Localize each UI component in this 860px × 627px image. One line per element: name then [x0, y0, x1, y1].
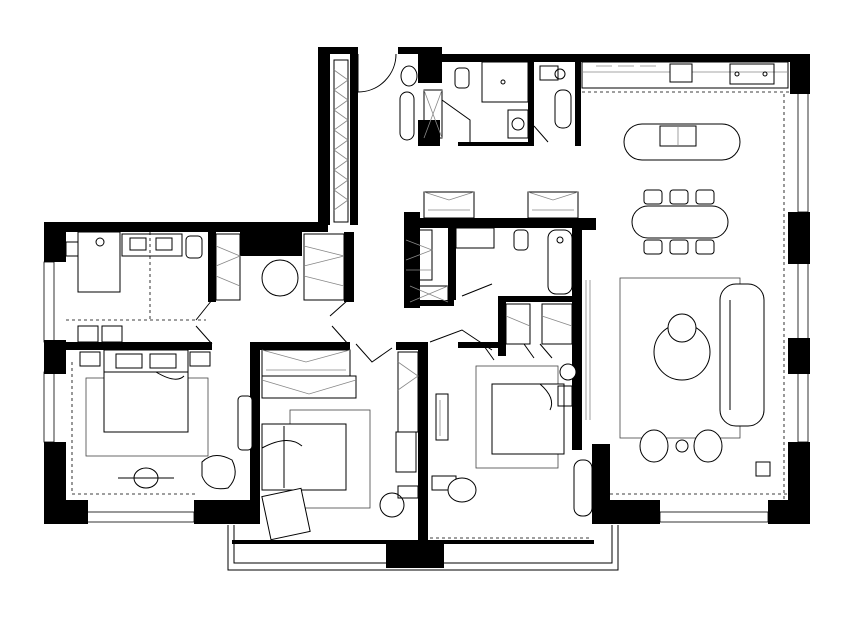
kitchen-island [623, 123, 741, 161]
bathroom-main [423, 61, 529, 142]
entrance-door [357, 53, 418, 141]
bathroom-small [533, 65, 572, 143]
dining-table [631, 189, 729, 255]
hall-doors [355, 299, 572, 363]
walls [44, 47, 810, 568]
living-room [585, 94, 788, 500]
hall-bathroom [455, 227, 573, 297]
ensuite-bathroom [65, 231, 206, 343]
bedroom-master [71, 349, 253, 495]
bedroom-right [429, 303, 593, 539]
dressing-room-left [195, 233, 349, 345]
hall-wardrobes [405, 191, 579, 303]
bedroom-middle [261, 349, 419, 541]
kitchen-counter [581, 61, 790, 93]
wardrobe-tall [333, 59, 349, 223]
